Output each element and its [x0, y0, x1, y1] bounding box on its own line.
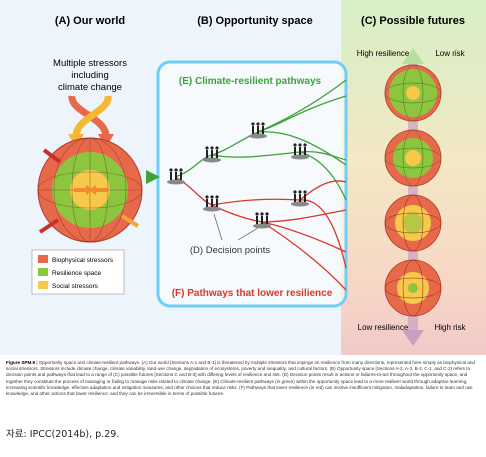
legend-label-biophysical: Biophysical stressors	[52, 257, 114, 264]
legend-swatch-resilience	[38, 268, 48, 276]
legend-swatch-social	[38, 281, 48, 289]
decision-pointer-1	[213, 213, 223, 241]
source-citation: 자료: IPCC(2014b), p.29.	[6, 429, 120, 440]
futures-arrow-down	[402, 330, 424, 346]
figure-caption: Figure SPM.9 | Opportunity space and cli…	[6, 360, 480, 397]
stressors-label-line2: including	[71, 70, 109, 81]
future-globe-4	[384, 259, 442, 317]
outer-stressor-arrow-2	[38, 218, 60, 234]
legend-swatch-biophysical	[38, 255, 48, 263]
lower-pathways-label: (F) Pathways that lower resilience	[172, 288, 333, 299]
legend-label-resilience: Resilience space	[52, 270, 102, 277]
caption-text: | Opportunity space and climate-resilien…	[6, 360, 475, 397]
stressors-label-line3: climate change	[58, 82, 122, 93]
stressors-label-line1: Multiple stressors	[53, 58, 127, 69]
social-stressor-arrow	[72, 95, 112, 139]
decision-pointer-2	[237, 227, 259, 241]
legend-label-social: Social stressors	[52, 283, 99, 290]
caption-label: Figure SPM.9	[6, 360, 36, 365]
resilient-pathways	[174, 79, 347, 201]
panel-b-title: (B) Opportunity space	[197, 15, 313, 27]
diagram-canvas: (A) Our world (B) Opportunity space (C) …	[31, 15, 467, 346]
futures-arrow-up	[402, 48, 424, 64]
future-globe-2	[384, 129, 442, 187]
future-globe-1	[384, 64, 442, 122]
outer-stressor-arrow-1	[42, 148, 62, 164]
panel-a-title: (A) Our world	[55, 15, 125, 27]
opportunity-space-frame	[156, 60, 348, 308]
inner-arrowhead-right	[89, 185, 96, 195]
high-risk-label: High risk	[434, 323, 466, 332]
decision-points	[167, 122, 309, 229]
decision-points-label: (D) Decision points	[190, 245, 270, 256]
panel-c-title: (C) Possible futures	[361, 15, 465, 27]
outer-stressor-arrow-3	[120, 214, 140, 228]
resilient-pathways-label: (E) Climate-resilient pathways	[179, 76, 322, 87]
low-risk-label: Low risk	[435, 49, 465, 58]
entry-arrow	[146, 170, 160, 184]
low-resilience-label: Low resilience	[358, 323, 409, 332]
future-globe-3	[384, 194, 442, 252]
high-resilience-label: High resilience	[357, 49, 410, 58]
legend-box: Biophysical stressors Resilience space S…	[31, 249, 125, 295]
